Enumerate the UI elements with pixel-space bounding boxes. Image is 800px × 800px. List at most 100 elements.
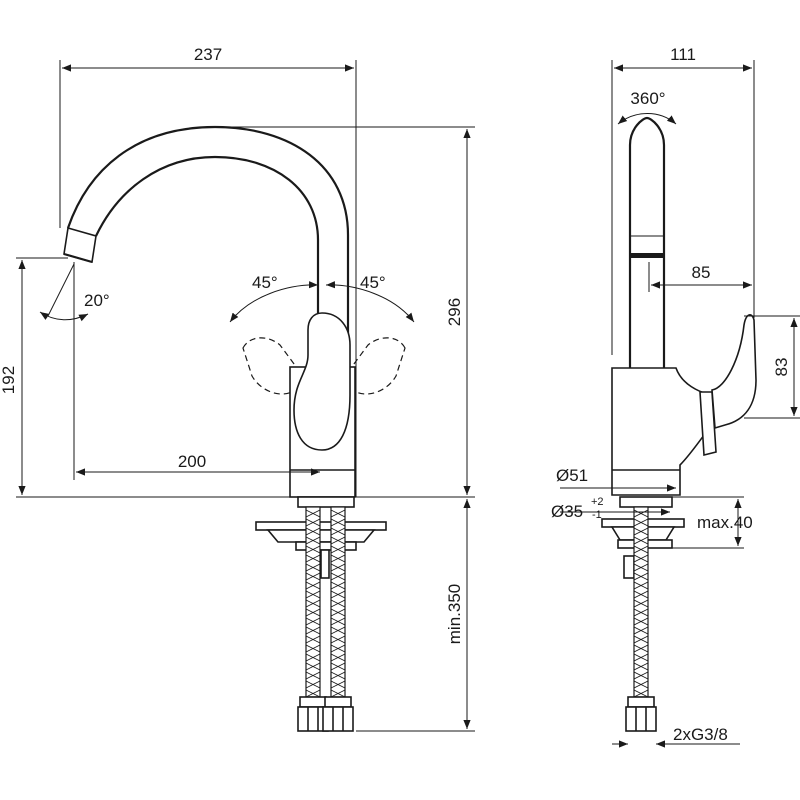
hose-braid-mark xyxy=(305,590,321,599)
angle-arc-left xyxy=(229,281,319,323)
base-plate xyxy=(255,521,387,531)
hose-right xyxy=(330,506,346,698)
side-stem xyxy=(619,496,673,508)
hose-braid-mark xyxy=(633,626,649,635)
hose-braid-mark xyxy=(633,536,649,545)
side-lever xyxy=(711,314,757,430)
hose-braid-mark xyxy=(330,662,346,671)
side-hose-fitting xyxy=(627,696,655,708)
base-washer xyxy=(266,529,376,543)
hose-braid-mark xyxy=(633,680,649,689)
hose-braid-mark xyxy=(305,563,321,572)
hose-braid-mark xyxy=(633,509,649,518)
hose-braid-mark xyxy=(330,581,346,590)
hose-braid-mark xyxy=(633,518,649,527)
hose-braid-mark xyxy=(633,644,649,653)
hose-braid-mark xyxy=(633,617,649,626)
dim-hose-length: min.350 xyxy=(445,584,464,644)
hose-braid-mark xyxy=(305,509,321,518)
hose-braid-mark xyxy=(305,572,321,581)
side-hose-nut xyxy=(625,706,657,732)
hose-braid-mark xyxy=(330,626,346,635)
dim-spout-angle: 20° xyxy=(84,291,110,310)
hose-braid-mark xyxy=(330,644,346,653)
hose-braid-mark xyxy=(330,617,346,626)
angle-ray xyxy=(47,263,75,317)
hose-braid-mark xyxy=(305,662,321,671)
dim-base-diameter: Ø51 xyxy=(556,466,588,485)
hose-braid-mark xyxy=(305,626,321,635)
hose-braid-mark xyxy=(330,518,346,527)
hose-braid-mark xyxy=(330,572,346,581)
side-rod-nut xyxy=(623,555,635,579)
dim-hole-diameter: Ø35 xyxy=(551,502,583,521)
hose-braid-mark xyxy=(633,599,649,608)
hose-left-fitting-top xyxy=(299,696,327,708)
hose-braid-mark xyxy=(305,644,321,653)
front-view xyxy=(63,125,406,732)
hose-braid-mark xyxy=(305,689,321,698)
dim-connection: 2xG3/8 xyxy=(673,725,728,744)
hose-braid-mark xyxy=(633,554,649,563)
dim-rotation: 360° xyxy=(630,89,665,108)
hose-braid-mark xyxy=(305,599,321,608)
hose-braid-mark xyxy=(330,653,346,662)
hose-braid-mark xyxy=(330,536,346,545)
angle-arc-right xyxy=(325,281,415,323)
dim-total-height: 296 xyxy=(445,298,464,326)
hose-braid-mark xyxy=(330,635,346,644)
hose-braid-mark xyxy=(305,527,321,536)
hose-braid-mark xyxy=(305,545,321,554)
hose-braid-mark xyxy=(633,662,649,671)
angle-arc-20 xyxy=(39,311,89,322)
hose-braid-mark xyxy=(330,554,346,563)
spout-outer-curve xyxy=(66,125,350,370)
hose-braid-mark xyxy=(305,581,321,590)
hose-braid-mark xyxy=(330,671,346,680)
hose-braid-mark xyxy=(330,509,346,518)
hose-braid-mark xyxy=(330,590,346,599)
spout-aerator xyxy=(63,226,97,264)
dim-spout-reach: 200 xyxy=(178,452,206,471)
hose-braid-mark xyxy=(633,581,649,590)
dim-spout-height: 192 xyxy=(0,366,18,394)
faucet-lever xyxy=(293,312,351,451)
hose-braid-mark xyxy=(633,671,649,680)
hose-braid-mark xyxy=(633,590,649,599)
side-aerator-band xyxy=(630,253,664,258)
hose-braid-mark xyxy=(330,608,346,617)
dim-angle-left: 45° xyxy=(252,273,278,292)
hose-braid-mark xyxy=(330,545,346,554)
side-cartridge xyxy=(699,391,717,457)
spout-inner-curve xyxy=(95,155,320,370)
hose-braid-mark xyxy=(305,536,321,545)
side-body xyxy=(611,367,709,496)
hose-braid-mark xyxy=(330,680,346,689)
hose-braid-mark xyxy=(305,518,321,527)
hose-braid-mark xyxy=(305,608,321,617)
hose-braid-mark xyxy=(633,653,649,662)
rotation-arc xyxy=(617,113,677,125)
hose-braid-mark xyxy=(305,671,321,680)
hose-braid-mark xyxy=(305,653,321,662)
hose-braid-mark xyxy=(633,635,649,644)
hose-left xyxy=(305,506,321,698)
dim-hole-tol-upper: +2 xyxy=(591,496,604,508)
hose-braid-mark xyxy=(330,599,346,608)
lever-left-position xyxy=(242,337,301,395)
dim-max-thickness: max.40 xyxy=(697,513,753,532)
lever-right-position xyxy=(347,337,406,395)
dim-front-width: 237 xyxy=(194,45,222,64)
hose-braid-mark xyxy=(330,563,346,572)
hose-right-fitting-top xyxy=(324,696,352,708)
dim-lever-height: 83 xyxy=(772,358,791,377)
hose-braid-mark xyxy=(305,617,321,626)
hose-braid-mark xyxy=(330,689,346,698)
side-hose xyxy=(633,506,649,698)
dim-hole-tol-lower: -1 xyxy=(592,509,602,521)
side-spout-column xyxy=(628,116,666,368)
hose-braid-mark xyxy=(330,527,346,536)
body-stem xyxy=(297,496,355,508)
